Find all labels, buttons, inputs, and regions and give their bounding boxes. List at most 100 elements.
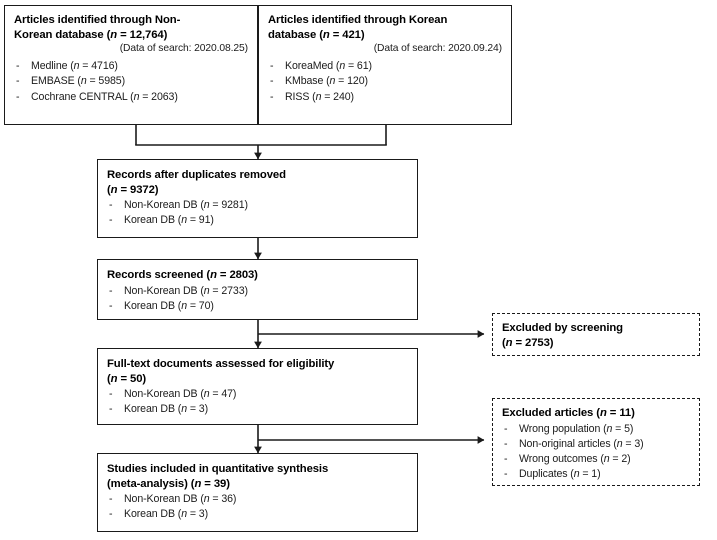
italic-n: n	[603, 453, 610, 465]
item-value: = 3)	[622, 437, 644, 450]
list-item: -Non-Korean DB (n = 9281)	[107, 198, 408, 213]
title-line-1: Articles identified through Korean	[268, 14, 448, 26]
title-line-1: Articles identified through Non-	[14, 14, 181, 26]
item-value: = 120)	[335, 75, 368, 88]
title-line-2-post: = 12,764)	[117, 28, 168, 41]
item-label: EMBASE (	[31, 75, 81, 88]
italic-n: n	[194, 477, 202, 490]
italic-n: n	[322, 28, 330, 41]
item-value: = 47)	[209, 388, 237, 401]
italic-n: n	[329, 75, 336, 88]
box-excluded-by-screening: Excluded by screening (n = 2753)	[492, 313, 700, 356]
italic-n: n	[203, 199, 210, 212]
italic-n: n	[181, 299, 187, 312]
box-records-after-duplicates-removed: Records after duplicates removed (n = 93…	[97, 159, 418, 238]
list-item: -Korean DB (n = 3)	[107, 507, 408, 522]
title-line-2-post: = 9372)	[117, 183, 159, 196]
list-item: -Korean DB (n = 70)	[107, 299, 408, 314]
bullet-dash: -	[504, 468, 508, 481]
box-records-screened: Records screened (n = 2803) -Non-Korean …	[97, 259, 418, 320]
item-label: Korean DB (	[124, 508, 182, 521]
italic-n: n	[110, 372, 118, 385]
list-item: -KoreaMed (n = 61)	[268, 59, 502, 74]
title-line-1: Excluded by screening	[502, 322, 623, 334]
box-title-non-korean: Articles identified through Non- Korean …	[14, 13, 248, 42]
search-date-non-korean: (Data of search: 2020.08.25)	[119, 43, 248, 55]
item-label: Wrong outcomes (	[519, 453, 604, 465]
item-value: = 2)	[609, 453, 631, 465]
item-value: = 4716)	[79, 60, 118, 73]
box-title-included: Studies included in quantitative synthes…	[107, 462, 408, 491]
item-label: Non-Korean DB (	[124, 284, 204, 297]
database-list-korean: -KoreaMed (n = 61) -KMbase (n = 120) -RI…	[268, 59, 502, 105]
title-line-2-pre: (	[107, 183, 111, 196]
item-label: Medline (	[31, 60, 74, 73]
italic-n: n	[203, 493, 210, 506]
title-pre: Records screened (	[107, 269, 211, 281]
list-item: -Wrong outcomes (n = 2)	[502, 452, 690, 467]
title-line-2-pre: (	[107, 372, 111, 385]
list-item: -Wrong population (n = 5)	[502, 422, 690, 437]
list-item: -Non-Korean DB (n = 2733)	[107, 284, 408, 299]
list-item: -RISS (n = 240)	[268, 90, 502, 105]
item-value: = 2063)	[139, 90, 178, 103]
italic-n: n	[80, 75, 87, 88]
item-value: = 2733)	[209, 284, 248, 297]
item-label: Non-Korean DB (	[124, 199, 204, 212]
bullet-dash: -	[109, 493, 113, 506]
breakdown-list-duplicates-removed: -Non-Korean DB (n = 9281) -Korean DB (n …	[107, 198, 408, 228]
list-item: -Non-Korean DB (n = 36)	[107, 492, 408, 507]
italic-n: n	[181, 214, 187, 227]
title-line-2-post: = 39)	[201, 477, 230, 490]
box-articles-korean-database: Articles identified through Korean datab…	[258, 5, 512, 125]
bullet-dash: -	[109, 403, 113, 416]
connector-screened-to-fulltext	[254, 320, 485, 349]
italic-n: n	[599, 407, 607, 419]
title-post: = 2803)	[216, 269, 258, 281]
item-label: Cochrane CENTRAL (	[31, 90, 134, 103]
breakdown-list-records-screened: -Non-Korean DB (n = 2733) -Korean DB (n …	[107, 284, 408, 314]
bullet-dash: -	[109, 508, 113, 521]
box-title-full-text: Full-text documents assessed for eligibi…	[107, 357, 408, 386]
list-item: -Korean DB (n = 3)	[107, 402, 408, 417]
item-label: Korean DB (	[124, 299, 182, 312]
connector-sources-to-duplicates	[135, 125, 387, 160]
list-item: -Non-Korean DB (n = 47)	[107, 387, 408, 402]
italic-n: n	[339, 60, 346, 73]
italic-n: n	[110, 28, 118, 41]
title-line-2-post: = 50)	[117, 372, 147, 385]
item-value: = 5)	[612, 422, 634, 435]
bullet-dash: -	[504, 422, 508, 435]
list-item: -Medline (n = 4716)	[14, 59, 248, 74]
item-value: = 240)	[321, 90, 354, 103]
item-label: Korean DB (	[124, 403, 182, 416]
bullet-dash: -	[504, 453, 508, 465]
italic-n: n	[616, 437, 623, 450]
italic-n: n	[181, 403, 187, 416]
item-label: Non-Korean DB (	[124, 493, 204, 506]
italic-n: n	[606, 422, 613, 435]
italic-n: n	[210, 269, 217, 281]
italic-n: n	[505, 336, 513, 349]
title-line-1: Full-text documents assessed for eligibi…	[107, 358, 335, 370]
item-label: Wrong population (	[519, 422, 607, 435]
bullet-dash: -	[109, 199, 113, 212]
list-item: -EMBASE (n = 5985)	[14, 74, 248, 89]
bullet-dash: -	[16, 60, 20, 73]
italic-n: n	[203, 284, 210, 297]
item-value: = 1)	[579, 468, 601, 481]
list-item: -Non-original articles (n = 3)	[502, 437, 690, 452]
title-line-1: Records after duplicates removed	[107, 169, 286, 181]
breakdown-list-included: -Non-Korean DB (n = 36) -Korean DB (n = …	[107, 492, 408, 522]
item-value: = 61)	[345, 60, 372, 73]
box-title-excluded-articles: Excluded articles (n = 11)	[502, 406, 690, 421]
item-value: = 91)	[187, 214, 214, 227]
bullet-dash: -	[16, 90, 20, 103]
list-item: -Duplicates (n = 1)	[502, 467, 690, 482]
italic-n: n	[110, 183, 118, 196]
box-full-text-assessed-for-eligibility: Full-text documents assessed for eligibi…	[97, 348, 418, 425]
title-line-2-post: = 421)	[329, 28, 365, 41]
title-line-2-pre: Korean database (	[14, 28, 111, 41]
title-line-2-pre: database (	[268, 28, 323, 41]
